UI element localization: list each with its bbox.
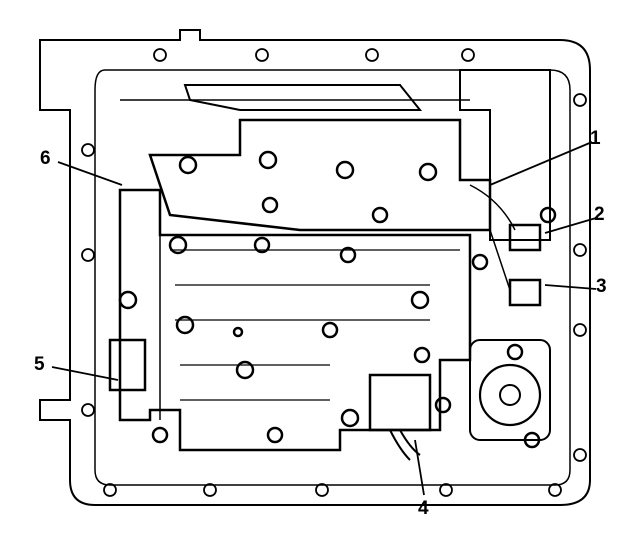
- callout-2: 2: [594, 204, 605, 225]
- solenoid-4: [368, 373, 432, 432]
- valve-body-bolts: [118, 150, 557, 449]
- callout-leaders: [51, 141, 597, 496]
- solenoid-5: [108, 338, 147, 392]
- callout-6: 6: [40, 148, 51, 169]
- lower-valve-body: [118, 188, 472, 452]
- solenoid-2: [508, 223, 542, 252]
- detent-lever: [183, 84, 423, 111]
- solenoid-3: [508, 278, 542, 307]
- flange-bolt-holes: [81, 48, 587, 497]
- callout-1: 1: [590, 128, 601, 149]
- upper-valve-body: [148, 118, 492, 232]
- accumulator-housing: [469, 339, 551, 441]
- callout-3: 3: [596, 276, 607, 297]
- pan-flange-outline: [39, 29, 591, 506]
- callout-4: 4: [418, 498, 429, 519]
- pan-inner-outline: [94, 69, 571, 486]
- callout-5: 5: [34, 354, 45, 375]
